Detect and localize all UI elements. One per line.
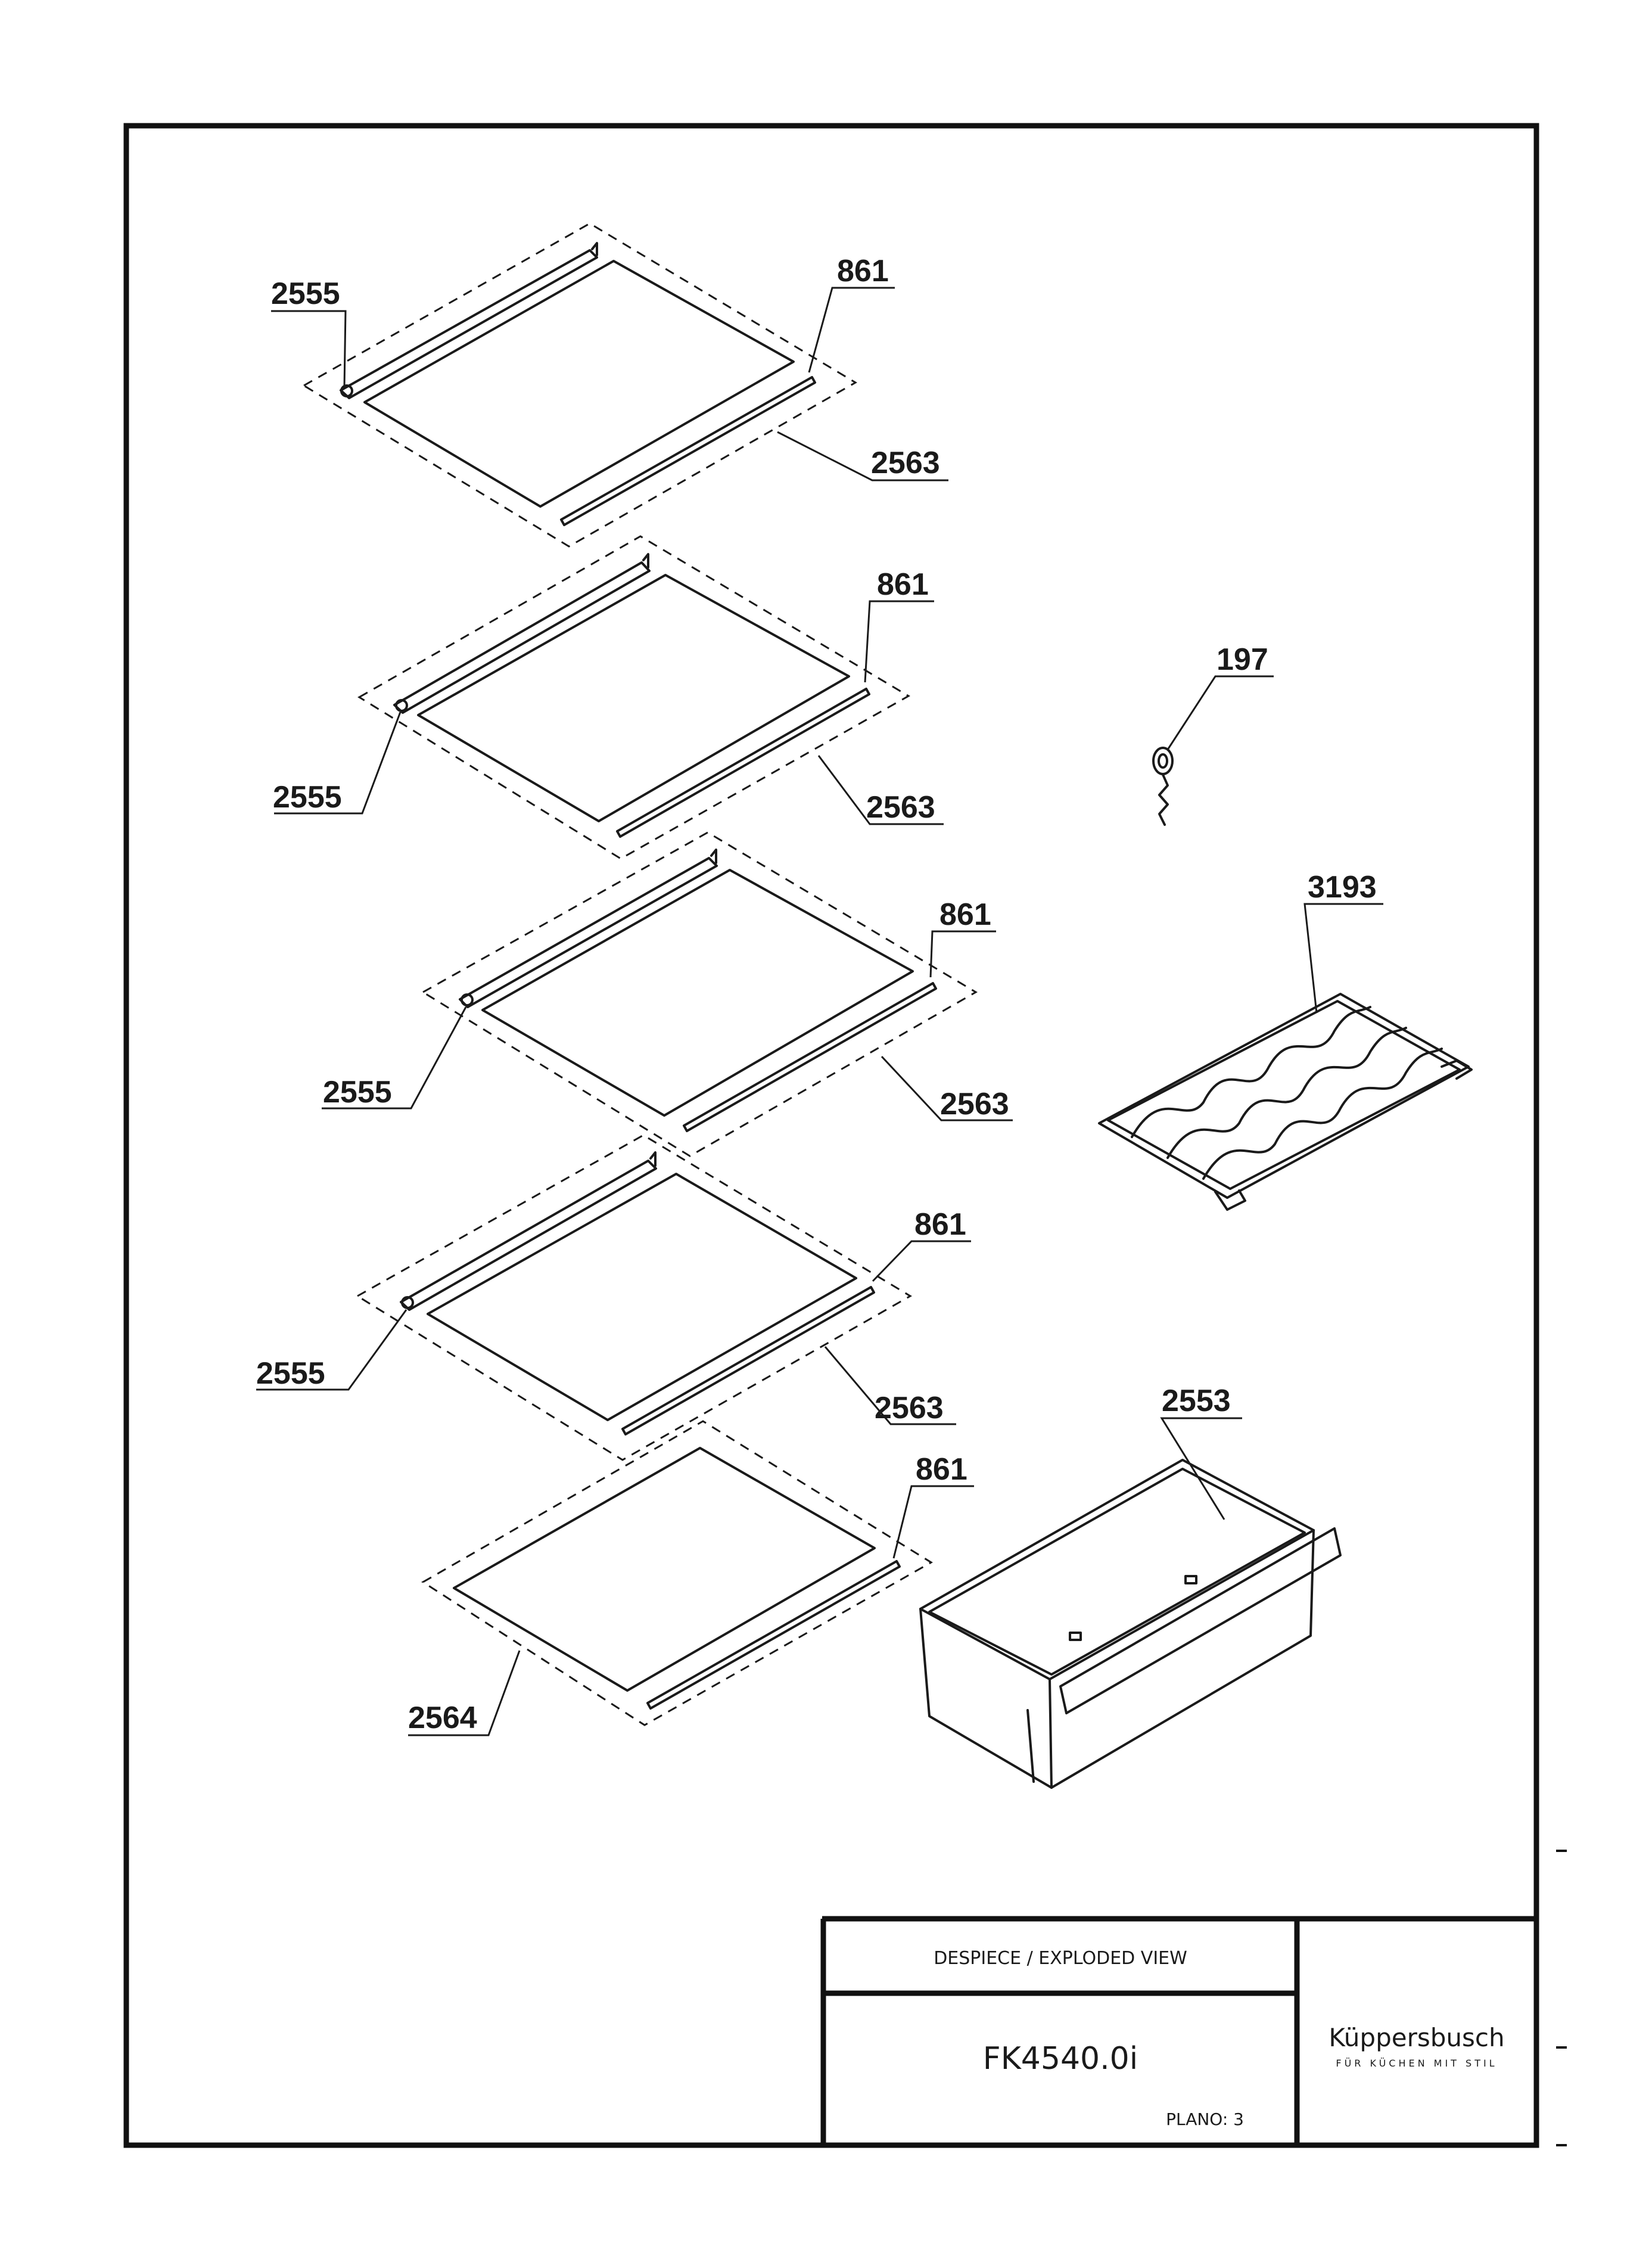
shelf-4-boundary bbox=[356, 1134, 912, 1461]
drawer-handle bbox=[1059, 1527, 1342, 1714]
shelf-1-boundary bbox=[302, 222, 857, 548]
drawer-left-wall bbox=[919, 1608, 1053, 1789]
leader-shelf-3-glass bbox=[881, 1055, 1013, 1121]
label-shelf-3-strip: 861 bbox=[939, 897, 991, 932]
leader-shelf-2-frame bbox=[274, 711, 402, 815]
rack-wave-3 bbox=[1202, 1048, 1443, 1180]
leader-shelf-4-frame bbox=[256, 1309, 407, 1391]
rack-side-hook bbox=[1441, 1059, 1473, 1080]
shelf-2-boundary bbox=[357, 535, 910, 860]
shelf-5-boundary bbox=[421, 1420, 933, 1726]
leader-shelf-5-glass bbox=[408, 1650, 521, 1736]
label-shelf-4-strip: 861 bbox=[914, 1207, 966, 1242]
drawer-front-wall bbox=[1050, 1529, 1315, 1789]
shelf-2-front-strip bbox=[616, 688, 870, 838]
title-block-heading: DESPIECE / EXPLODED VIEW bbox=[934, 1948, 1187, 1969]
shelf-2-rear-frame bbox=[393, 553, 651, 714]
leader-rack bbox=[1303, 903, 1383, 1014]
shelf-1-frame-end bbox=[340, 384, 353, 397]
shelf-3-frame-end bbox=[461, 993, 474, 1006]
rack-front-hook bbox=[1214, 1189, 1246, 1211]
leader-shelf-3-frame bbox=[322, 1006, 467, 1110]
label-shelf-1-frame: 2555 bbox=[271, 276, 340, 311]
label-shelf-2-frame: 2555 bbox=[273, 780, 342, 815]
leader-shelf-2-glass bbox=[817, 755, 944, 825]
label-shelf-3-glass: 2563 bbox=[940, 1087, 1009, 1121]
label-shelf-4-frame: 2555 bbox=[256, 1356, 325, 1391]
title-block-model: FK4540.0i bbox=[983, 2041, 1138, 2077]
drawer-slot-1 bbox=[1069, 1632, 1082, 1641]
shelf-1-front-strip bbox=[560, 376, 816, 526]
brand-logo: Küppersbusch bbox=[1329, 2023, 1504, 2052]
shelf-3-glass bbox=[481, 869, 914, 1117]
rack-wave-2 bbox=[1166, 1027, 1407, 1159]
drawer-slot-2 bbox=[1184, 1575, 1197, 1584]
rack-wave-1 bbox=[1131, 1006, 1371, 1138]
label-shelf-1-glass: 2563 bbox=[871, 446, 940, 480]
drawer-inner-rim bbox=[928, 1468, 1306, 1676]
shelf-3-boundary bbox=[421, 831, 978, 1157]
shelf-4-glass bbox=[427, 1173, 857, 1421]
label-shelf-2-strip: 861 bbox=[877, 567, 929, 602]
shelf-assembly-4: 2555 861 2563 bbox=[256, 1134, 971, 1461]
drawer-edge bbox=[1026, 1709, 1035, 1783]
title-block-sheet: PLANO: 3 bbox=[1166, 2109, 1244, 2129]
leader-pin bbox=[1166, 675, 1274, 750]
shelf-4-frame-end bbox=[401, 1296, 414, 1309]
label-shelf-1-strip: 861 bbox=[837, 254, 889, 288]
leader-shelf-1-strip bbox=[808, 287, 895, 373]
leader-shelf-5-strip bbox=[892, 1485, 974, 1559]
bottle-rack-part: 3193 bbox=[1098, 870, 1473, 1211]
label-shelf-3-frame: 2555 bbox=[323, 1075, 392, 1110]
leader-shelf-2-strip bbox=[864, 600, 934, 683]
label-shelf-5-strip: 861 bbox=[916, 1452, 967, 1487]
shelf-3-front-strip bbox=[683, 982, 937, 1132]
shelf-4-rear-frame bbox=[400, 1151, 657, 1311]
leader-shelf-1-frame bbox=[271, 310, 347, 388]
rack-inner-frame bbox=[1107, 1000, 1461, 1190]
shelf-2-glass bbox=[417, 574, 850, 822]
label-shelf-5-glass: 2564 bbox=[408, 1701, 477, 1735]
brand-tagline: FÜR KÜCHEN MIT STIL bbox=[1336, 2058, 1497, 2069]
pin-head bbox=[1152, 747, 1174, 775]
shelf-assembly-5: 861 2564 bbox=[408, 1420, 974, 1736]
pin-shaft bbox=[1158, 773, 1169, 826]
shelf-4-front-strip bbox=[621, 1286, 875, 1435]
crisper-drawer-part: 2553 bbox=[919, 1384, 1342, 1789]
shelf-assembly-2: 2555 861 2563 bbox=[273, 535, 944, 860]
leader-shelf-1-glass bbox=[777, 431, 948, 481]
pin-part: 197 bbox=[1152, 642, 1274, 826]
shelf-1-rear-frame bbox=[340, 242, 598, 399]
leader-drawer bbox=[1160, 1417, 1242, 1520]
drawing-frame bbox=[123, 123, 1539, 2148]
label-rack: 3193 bbox=[1308, 870, 1377, 905]
shelf-1-glass bbox=[363, 260, 795, 508]
label-shelf-2-glass: 2563 bbox=[866, 790, 935, 825]
shelf-assembly-1: 2555 861 2563 bbox=[271, 222, 948, 548]
pin-hole bbox=[1158, 753, 1168, 769]
title-block: DESPIECE / EXPLODED VIEW FK4540.0i PLANO… bbox=[820, 1916, 1536, 2145]
label-shelf-4-glass: 2563 bbox=[875, 1391, 944, 1425]
drawer-rim bbox=[919, 1459, 1315, 1680]
shelf-5-glass bbox=[453, 1447, 876, 1692]
label-drawer: 2553 bbox=[1162, 1384, 1231, 1418]
label-pin: 197 bbox=[1217, 642, 1268, 677]
leader-shelf-3-strip bbox=[929, 930, 996, 978]
leader-shelf-4-strip bbox=[872, 1240, 971, 1282]
leader-shelf-4-glass bbox=[824, 1346, 956, 1425]
shelf-3-rear-frame bbox=[459, 849, 718, 1008]
shelf-2-frame-end bbox=[395, 699, 408, 712]
shelf-5-front-strip bbox=[646, 1560, 901, 1710]
shelf-assembly-3: 2555 861 2563 bbox=[322, 831, 1013, 1157]
